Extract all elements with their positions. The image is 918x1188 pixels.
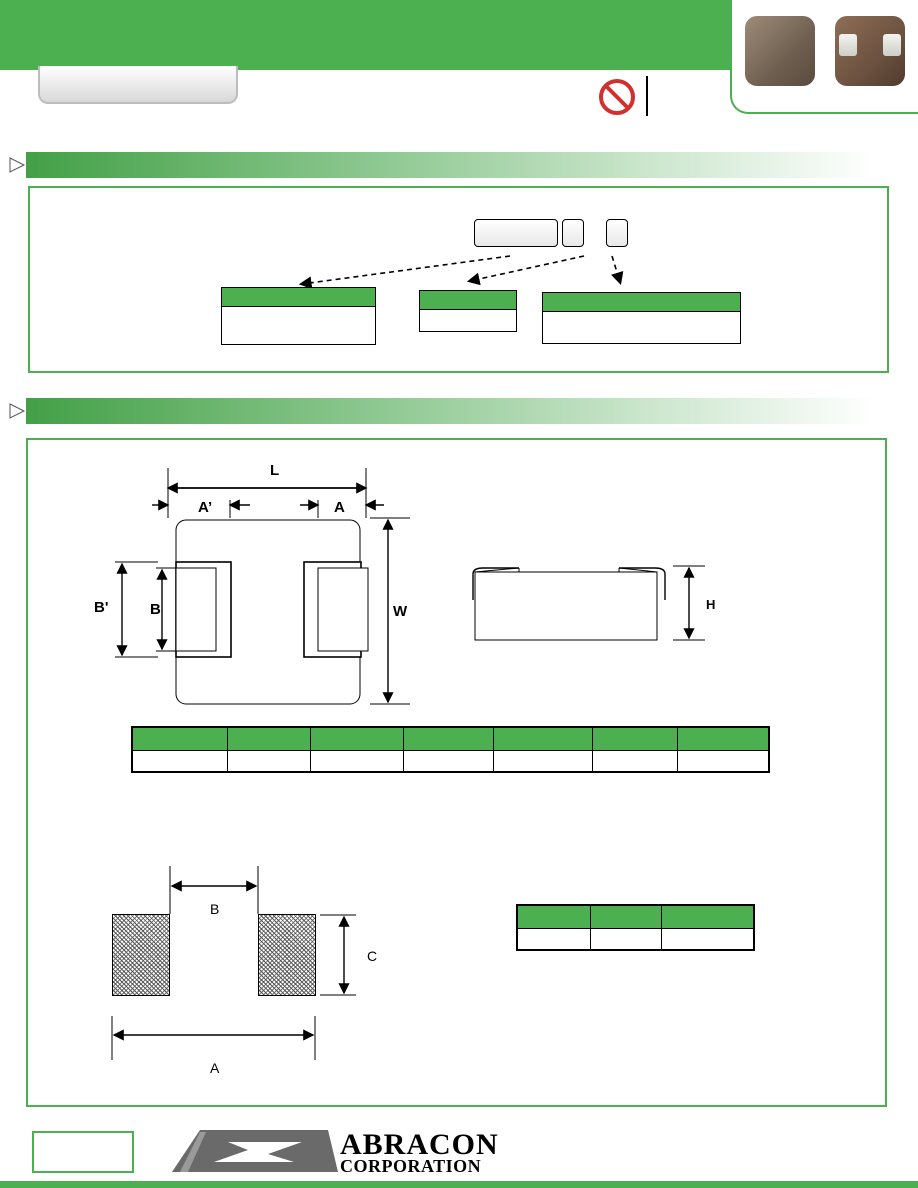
- table-cell: [677, 750, 770, 773]
- part-option-box: [606, 219, 628, 247]
- chip-pad-right: [883, 34, 901, 56]
- part-series-box: [474, 219, 558, 247]
- logo-text-corporation: CORPORATION: [340, 1156, 482, 1176]
- dim-label-L: L: [270, 462, 280, 479]
- dim-label-A-prime: A’: [198, 499, 213, 516]
- table-cell: [592, 750, 679, 773]
- table-header-cell: [516, 904, 591, 929]
- table-cell: [309, 750, 404, 773]
- table-row: [516, 928, 755, 951]
- table-header-cell: [402, 726, 495, 751]
- inductor-chip-image: [745, 16, 815, 86]
- footer-line: [0, 1181, 918, 1188]
- table-header-cell: [592, 726, 679, 751]
- table-cell: [402, 750, 495, 773]
- table-cell: [590, 928, 662, 951]
- table-header-cell: [309, 726, 404, 751]
- code-card-inductance: [419, 290, 517, 332]
- inductor-chip-image-pads: [835, 16, 905, 86]
- part-code-box: [562, 219, 584, 247]
- table-cell: [226, 750, 311, 773]
- table-cell: [131, 750, 228, 773]
- table-header-cell: [226, 726, 311, 751]
- table-cell: [493, 750, 594, 773]
- dim-label-B: B: [150, 601, 161, 618]
- abracon-logo-icon: [172, 1130, 338, 1172]
- no-sign-icon: [599, 79, 635, 115]
- table-header-cell: [677, 726, 770, 751]
- land-pad-left: [112, 914, 170, 996]
- code-card-series: [221, 287, 376, 345]
- land-pad-right: [258, 914, 316, 996]
- dimension-table-header: [131, 726, 770, 751]
- table-row: [131, 750, 770, 773]
- land-pattern-table: [516, 904, 755, 951]
- triangle-arrow-icon: [9, 403, 26, 419]
- land-label-C: C: [367, 948, 378, 964]
- code-card-tolerance: [542, 292, 741, 344]
- chip-pad-left: [839, 34, 857, 56]
- dim-label-W: W: [393, 603, 408, 620]
- land-label-A: A: [210, 1060, 220, 1076]
- side-view-drawing: [472, 565, 705, 641]
- dimension-table: [131, 726, 770, 773]
- table-header-cell: [590, 904, 662, 929]
- table-cell: [661, 928, 755, 951]
- triangle-arrow-icon: [9, 157, 26, 173]
- page-number-box: [32, 1131, 134, 1173]
- land-label-B: B: [210, 901, 220, 917]
- section-bar-part-identification: [26, 152, 876, 178]
- land-pattern-drawing: [111, 866, 356, 1060]
- dim-label-H: H: [706, 597, 716, 612]
- header-separator: [646, 76, 648, 116]
- part-identification-panel: [28, 186, 889, 373]
- part-arrows: [298, 255, 624, 290]
- table-header-cell: [493, 726, 594, 751]
- top-view-drawing: [115, 468, 410, 705]
- land-table-header: [516, 904, 755, 929]
- dim-label-B-prime: B': [94, 599, 109, 616]
- logo-text-abracon: ABRACON: [340, 1128, 499, 1161]
- table-header-cell: [131, 726, 228, 751]
- header-tab: [38, 66, 238, 104]
- header-band: [0, 0, 736, 70]
- table-cell: [516, 928, 591, 951]
- dim-label-A: A: [334, 499, 345, 516]
- section-bar-outline-dimensions: [26, 398, 876, 424]
- table-header-cell: [661, 904, 755, 929]
